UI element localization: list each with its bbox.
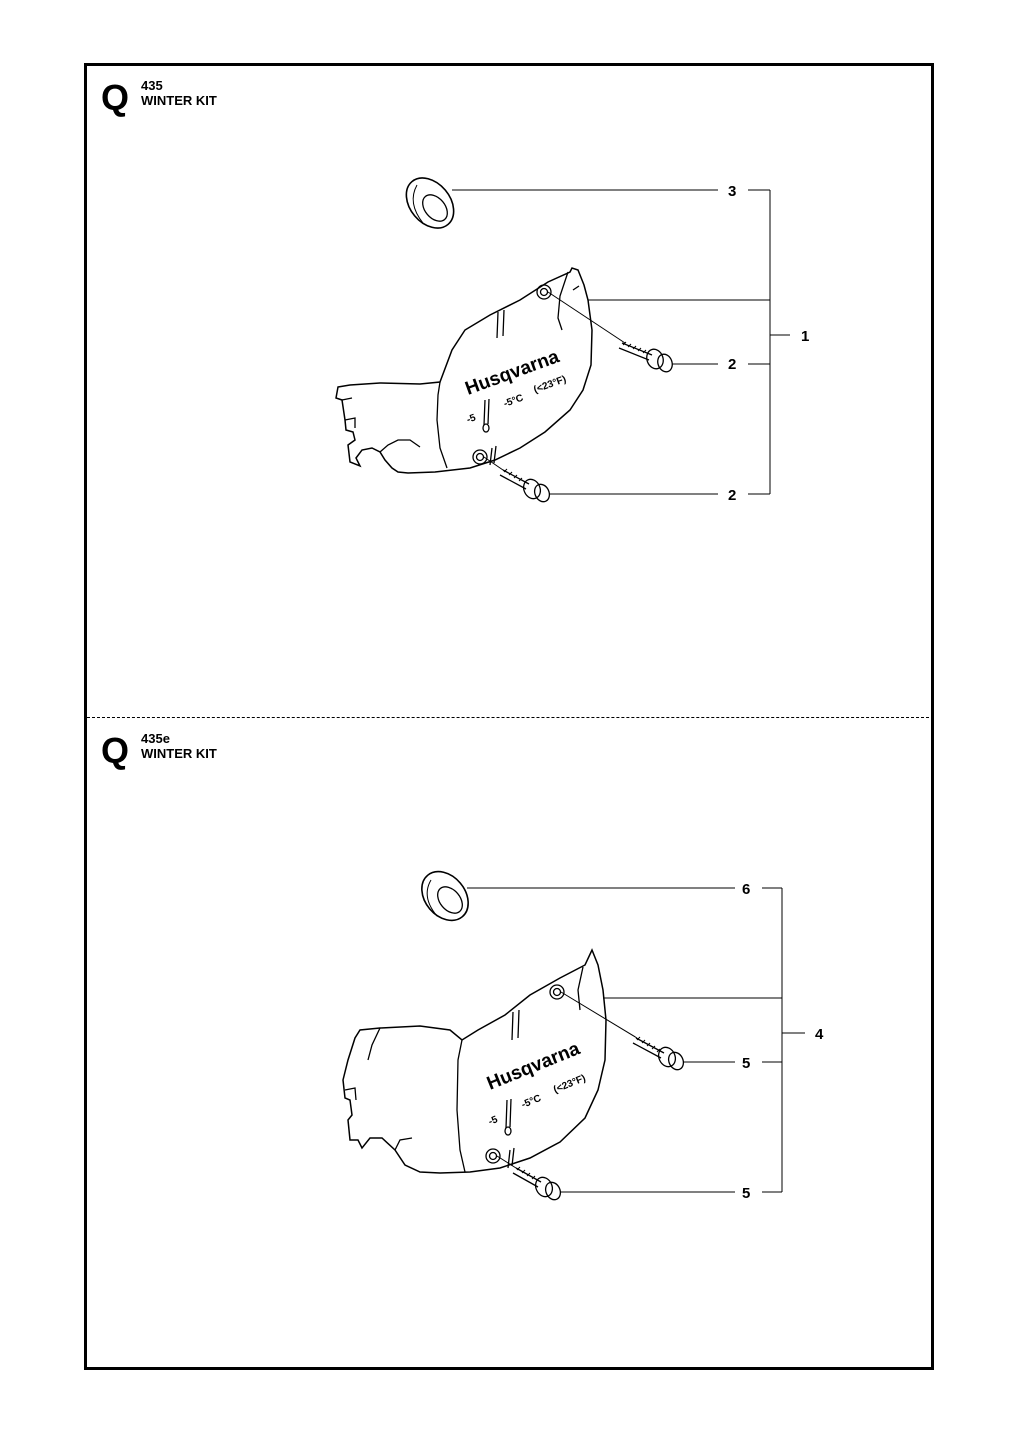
thermometer-icon — [483, 398, 490, 426]
winter-cover: Husqvarna -5°C (<23°F) -5 — [342, 948, 607, 1174]
sealing-ring — [421, 870, 469, 922]
cover-brand-text: Husqvarna — [463, 346, 563, 399]
callout-screw-top: 5 — [742, 1055, 750, 1072]
thermometer-icon — [505, 1098, 512, 1129]
callout-ring: 3 — [728, 183, 736, 200]
winter-cover: Husqvarna -5°C (<23°F) -5 — [335, 267, 593, 474]
callout-kit-group: 1 — [801, 328, 809, 345]
page-frame — [84, 63, 934, 1370]
section-divider — [87, 717, 934, 718]
section-letter: Q — [101, 730, 130, 771]
cover-temp-fahrenheit: (<23°F) — [552, 1073, 587, 1096]
leader-lines — [452, 189, 790, 495]
cover-temp-celsius: -5°C — [502, 393, 525, 410]
screw-top — [632, 1036, 685, 1071]
model-number: 435 — [141, 78, 163, 93]
assembly-435e: Husqvarna -5°C (<23°F) -5 — [342, 870, 824, 1202]
screw-top — [618, 341, 673, 373]
section-title: WINTER KIT — [141, 93, 217, 108]
section-title: WINTER KIT — [141, 746, 217, 761]
screw-bottom — [512, 1166, 562, 1201]
cover-temp-celsius: -5°C — [520, 1093, 543, 1111]
callout-ring: 6 — [742, 881, 750, 898]
callout-screw-bottom: 5 — [742, 1185, 750, 1202]
assembly-435: Husqvarna -5°C (<23°F) -5 — [335, 177, 809, 504]
callout-kit-group: 4 — [815, 1026, 824, 1043]
cover-temp-fahrenheit: (<23°F) — [532, 374, 567, 396]
model-number: 435e — [141, 731, 170, 746]
leader-lines — [467, 887, 805, 1193]
callout-screw-bottom: 2 — [728, 487, 736, 504]
section-letter: Q — [101, 77, 130, 118]
cover-minus-five: -5 — [487, 1114, 500, 1128]
callout-screw-top: 2 — [728, 356, 736, 373]
cover-minus-five: -5 — [465, 412, 478, 426]
sealing-ring — [405, 177, 455, 229]
screw-bottom — [499, 468, 551, 503]
